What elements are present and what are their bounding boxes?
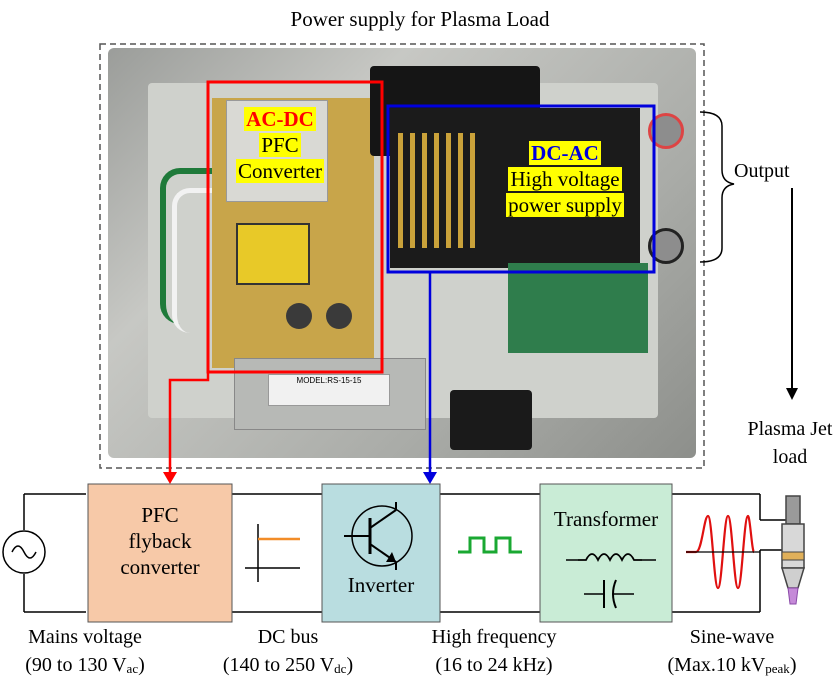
- transformer-text: Transformer: [553, 507, 659, 531]
- red-arrowhead: [163, 472, 177, 484]
- caption-sine-sub: peak: [765, 661, 790, 676]
- pfc-text-1: PFC: [141, 503, 179, 527]
- pfc-block: [87, 483, 233, 623]
- pfc-text-2: flyback: [128, 529, 192, 553]
- caption-hf-title: High frequency: [431, 626, 557, 648]
- plasma-jet-band: [781, 551, 805, 561]
- caption-sine-range-line: (Max.10 kVpeak): [632, 654, 832, 680]
- caption-mains-title: Mains voltage: [28, 626, 142, 648]
- hf-square-wave: [458, 536, 522, 554]
- caption-dcbus: DC bus (140 to 250 Vdc): [200, 626, 376, 680]
- pfc-transformer: [236, 223, 310, 285]
- blue-arrowhead: [423, 472, 437, 484]
- caption-mains-close: ): [138, 654, 145, 676]
- mains-wires-white: [172, 188, 217, 333]
- aux-psu-model: MODEL:RS-15-15: [296, 376, 362, 385]
- dcac-line2: power supply: [506, 193, 624, 217]
- red-arrow: [168, 372, 210, 474]
- caption-sine: Sine-wave (Max.10 kVpeak): [632, 626, 832, 680]
- inverter-block: [321, 483, 441, 623]
- caption-sine-range: (Max.10 kV: [667, 654, 766, 676]
- driver-board: [508, 263, 648, 353]
- caption-hf-range: (16 to 24 kHz): [435, 654, 553, 676]
- caption-dcbus-sub: dc: [334, 661, 347, 676]
- caption-dcbus-range-line: (140 to 250 Vdc): [200, 654, 376, 680]
- pfc-capacitor-1: [286, 303, 312, 329]
- caption-dcbus-close: ): [346, 654, 354, 676]
- acdc-title: AC-DC: [244, 107, 316, 131]
- output-brace: [699, 111, 735, 263]
- bottom-fan: [450, 390, 532, 450]
- caption-mains-range-line: (90 to 130 Vac): [0, 654, 170, 680]
- sine-wave: [686, 514, 756, 590]
- dcac-blue-box: [386, 104, 656, 274]
- transistor-emitter-arrow: [386, 552, 396, 562]
- pfc-text-3: converter: [120, 555, 200, 579]
- inductor-icon: [578, 553, 642, 563]
- caption-hf: High frequency (16 to 24 kHz): [404, 626, 584, 676]
- output-label: Output: [734, 160, 790, 182]
- mains-wires: [160, 168, 216, 324]
- plasma-plume: [787, 587, 799, 605]
- inverter-text: Inverter: [347, 573, 415, 597]
- dcac-line1: High voltage: [508, 167, 622, 191]
- caption-sine-title: Sine-wave: [689, 626, 775, 648]
- aux-psu-label: MODEL:RS-15-15: [268, 374, 390, 406]
- acdc-red-box: [206, 80, 384, 374]
- acdc-line1: PFC: [259, 133, 301, 157]
- caption-dcbus-title: DC bus: [257, 626, 319, 648]
- acdc-line2: Converter: [236, 159, 324, 183]
- figure-title: Power supply for Plasma Load: [290, 7, 550, 31]
- caption-dcbus-range: (140 to 250 V: [222, 654, 335, 676]
- caption-mains-range: (90 to 130 V: [25, 654, 127, 676]
- transformer-block: [539, 483, 673, 623]
- transistor-collector: [369, 509, 397, 529]
- load-label-line2: load: [772, 446, 808, 468]
- dcac-title: DC-AC: [529, 141, 601, 165]
- plasma-jet-nozzle: [780, 567, 806, 589]
- pfc-block-text: PFC flyback converter: [88, 502, 232, 580]
- dcac-label-group: DC-AC High voltage power supply: [482, 140, 648, 218]
- dcac-heatsink: [398, 133, 476, 248]
- caption-sine-close: ): [789, 654, 797, 676]
- plasma-jet-cap: [785, 495, 801, 525]
- caption-mains: Mains voltage (90 to 130 Vac): [0, 626, 170, 680]
- dashed-enclosure-outline: [99, 43, 705, 469]
- load-label-line1: Plasma Jet: [747, 418, 833, 440]
- acdc-label-group: AC-DC PFC Converter: [222, 106, 338, 184]
- ac-source-sine: [11, 545, 37, 559]
- pfc-capacitor-2: [326, 303, 352, 329]
- caption-mains-sub: ac: [126, 661, 139, 676]
- plasma-jet-body: [781, 523, 805, 569]
- output-arrowhead: [786, 388, 798, 400]
